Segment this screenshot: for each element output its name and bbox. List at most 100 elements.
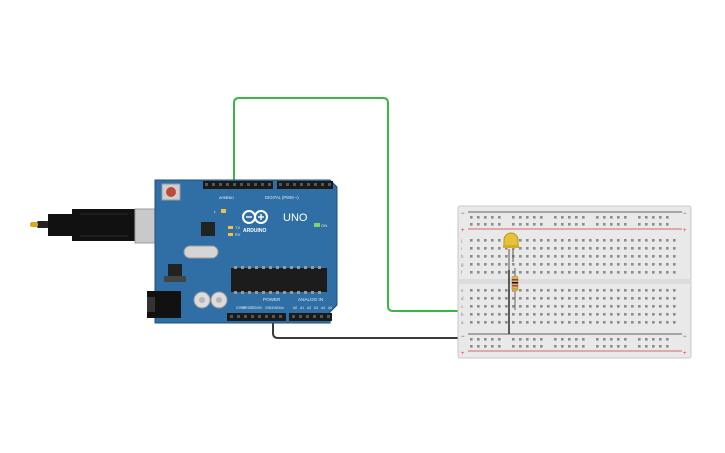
breadboard-hole[interactable] (484, 297, 487, 300)
breadboard-hole[interactable] (624, 305, 627, 308)
breadboard-hole[interactable] (589, 289, 592, 292)
breadboard-hole[interactable] (666, 239, 669, 242)
breadboard-hole[interactable] (540, 321, 543, 324)
breadboard-hole[interactable] (617, 247, 620, 250)
breadboard-hole[interactable] (477, 313, 480, 316)
breadboard-hole[interactable] (519, 263, 522, 266)
breadboard-hole[interactable] (617, 305, 620, 308)
breadboard-hole[interactable] (610, 247, 613, 250)
breadboard-hole[interactable] (666, 271, 669, 274)
breadboard-hole[interactable] (533, 338, 536, 341)
breadboard-hole[interactable] (470, 297, 473, 300)
breadboard-hole[interactable] (568, 289, 571, 292)
breadboard-hole[interactable] (666, 321, 669, 324)
breadboard-hole[interactable] (673, 255, 676, 258)
breadboard-hole[interactable] (547, 239, 550, 242)
breadboard-hole[interactable] (603, 255, 606, 258)
breadboard-hole[interactable] (547, 305, 550, 308)
breadboard-hole[interactable] (666, 313, 669, 316)
breadboard-hole[interactable] (659, 255, 662, 258)
breadboard-holes[interactable] (470, 216, 676, 348)
breadboard-hole[interactable] (498, 223, 501, 226)
breadboard-hole[interactable] (505, 289, 508, 292)
breadboard-hole[interactable] (477, 271, 480, 274)
breadboard-hole[interactable] (533, 255, 536, 258)
breadboard-hole[interactable] (603, 271, 606, 274)
breadboard-hole[interactable] (575, 345, 578, 348)
breadboard-hole[interactable] (652, 216, 655, 219)
breadboard-hole[interactable] (519, 338, 522, 341)
breadboard-hole[interactable] (540, 247, 543, 250)
breadboard-hole[interactable] (617, 223, 620, 226)
breadboard-hole[interactable] (617, 255, 620, 258)
breadboard-hole[interactable] (547, 263, 550, 266)
breadboard-hole[interactable] (484, 271, 487, 274)
breadboard-hole[interactable] (568, 223, 571, 226)
breadboard-hole[interactable] (596, 297, 599, 300)
breadboard-hole[interactable] (624, 321, 627, 324)
breadboard-hole[interactable] (519, 321, 522, 324)
breadboard-hole[interactable] (470, 271, 473, 274)
breadboard-hole[interactable] (673, 247, 676, 250)
breadboard-hole[interactable] (526, 289, 529, 292)
breadboard-hole[interactable] (526, 247, 529, 250)
breadboard-hole[interactable] (505, 263, 508, 266)
breadboard-hole[interactable] (470, 345, 473, 348)
breadboard-hole[interactable] (561, 271, 564, 274)
breadboard-hole[interactable] (645, 263, 648, 266)
breadboard-hole[interactable] (659, 271, 662, 274)
breadboard-hole[interactable] (638, 289, 641, 292)
breadboard-hole[interactable] (666, 255, 669, 258)
breadboard-hole[interactable] (477, 216, 480, 219)
breadboard-hole[interactable] (631, 263, 634, 266)
breadboard-hole[interactable] (540, 313, 543, 316)
breadboard-hole[interactable] (491, 305, 494, 308)
breadboard-hole[interactable] (617, 338, 620, 341)
breadboard-hole[interactable] (470, 263, 473, 266)
breadboard-hole[interactable] (603, 247, 606, 250)
breadboard-hole[interactable] (673, 313, 676, 316)
breadboard-hole[interactable] (652, 271, 655, 274)
breadboard-hole[interactable] (610, 255, 613, 258)
breadboard-hole[interactable] (477, 255, 480, 258)
breadboard-hole[interactable] (540, 297, 543, 300)
breadboard-hole[interactable] (484, 345, 487, 348)
breadboard-hole[interactable] (554, 313, 557, 316)
breadboard-hole[interactable] (589, 263, 592, 266)
breadboard-hole[interactable] (505, 271, 508, 274)
breadboard-hole[interactable] (617, 321, 620, 324)
breadboard-hole[interactable] (582, 297, 585, 300)
breadboard-hole[interactable] (561, 263, 564, 266)
breadboard-hole[interactable] (526, 223, 529, 226)
breadboard-hole[interactable] (477, 297, 480, 300)
breadboard-hole[interactable] (638, 271, 641, 274)
breadboard-hole[interactable] (554, 321, 557, 324)
breadboard-hole[interactable] (589, 255, 592, 258)
breadboard-hole[interactable] (582, 239, 585, 242)
breadboard-hole[interactable] (526, 216, 529, 219)
breadboard-hole[interactable] (603, 345, 606, 348)
breadboard-hole[interactable] (498, 247, 501, 250)
breadboard-hole[interactable] (484, 223, 487, 226)
breadboard-hole[interactable] (596, 289, 599, 292)
breadboard-hole[interactable] (666, 289, 669, 292)
breadboard-hole[interactable] (533, 313, 536, 316)
breadboard-hole[interactable] (638, 345, 641, 348)
breadboard-hole[interactable] (652, 255, 655, 258)
breadboard-hole[interactable] (610, 345, 613, 348)
breadboard-hole[interactable] (533, 263, 536, 266)
breadboard-hole[interactable] (645, 223, 648, 226)
breadboard-hole[interactable] (561, 338, 564, 341)
breadboard-hole[interactable] (519, 313, 522, 316)
breadboard-hole[interactable] (526, 321, 529, 324)
breadboard-hole[interactable] (673, 239, 676, 242)
breadboard-hole[interactable] (603, 313, 606, 316)
breadboard-hole[interactable] (582, 313, 585, 316)
breadboard-hole[interactable] (659, 313, 662, 316)
breadboard-hole[interactable] (484, 216, 487, 219)
breadboard-hole[interactable] (540, 338, 543, 341)
breadboard-hole[interactable] (512, 271, 515, 274)
breadboard-hole[interactable] (610, 216, 613, 219)
breadboard-hole[interactable] (568, 271, 571, 274)
